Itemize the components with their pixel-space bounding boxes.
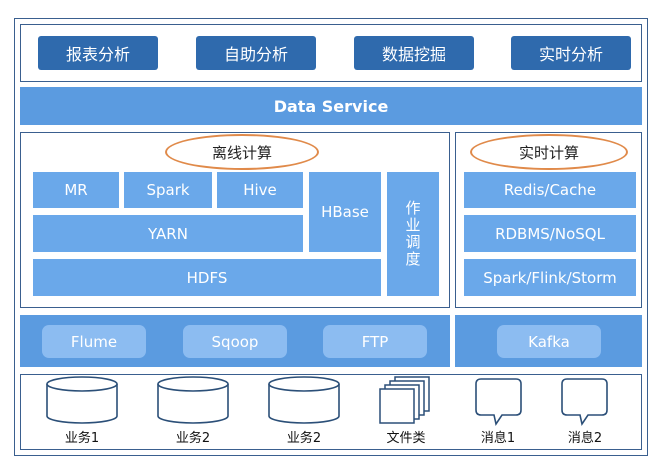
rdbms-nosql-block: RDBMS/NoSQL (464, 215, 636, 252)
job-scheduler-label: 作业调度 (403, 200, 422, 268)
kafka-block: Kafka (497, 325, 601, 358)
realtime-analysis-button[interactable]: 实时分析 (511, 36, 631, 70)
yarn-block: YARN (33, 215, 303, 252)
sqoop-block: Sqoop (183, 325, 287, 358)
source-label-message2: 消息2 (567, 431, 603, 446)
source-label-business2: 业务2 (175, 431, 211, 446)
hdfs-block: HDFS (33, 259, 381, 296)
file-stack-icon (379, 376, 430, 424)
database-icon (157, 376, 229, 424)
message-icon (475, 378, 522, 427)
realtime-compute-title: 实时计算 (470, 134, 628, 170)
source-label-business2b: 业务2 (286, 431, 322, 446)
data-service-bar: Data Service (20, 87, 642, 125)
mr-block: MR (33, 172, 119, 208)
self-service-analysis-button[interactable]: 自助分析 (196, 36, 316, 70)
database-icon (46, 376, 118, 424)
spark-block: Spark (124, 172, 212, 208)
offline-compute-title: 离线计算 (165, 134, 319, 170)
stream-engine-block: Spark/Flink/Storm (464, 259, 636, 296)
hive-block: Hive (217, 172, 303, 208)
source-label-message1: 消息1 (480, 431, 516, 446)
report-analysis-button[interactable]: 报表分析 (38, 36, 158, 70)
hbase-block: HBase (309, 172, 381, 252)
redis-cache-block: Redis/Cache (464, 172, 636, 208)
job-scheduler-block: 作业调度 (387, 172, 439, 296)
ftp-block: FTP (323, 325, 427, 358)
data-mining-button[interactable]: 数据挖掘 (354, 36, 474, 70)
message-icon (561, 378, 608, 427)
source-label-business1: 业务1 (64, 431, 100, 446)
source-label-files: 文件类 (386, 431, 426, 446)
flume-block: Flume (42, 325, 146, 358)
database-icon (268, 376, 340, 424)
